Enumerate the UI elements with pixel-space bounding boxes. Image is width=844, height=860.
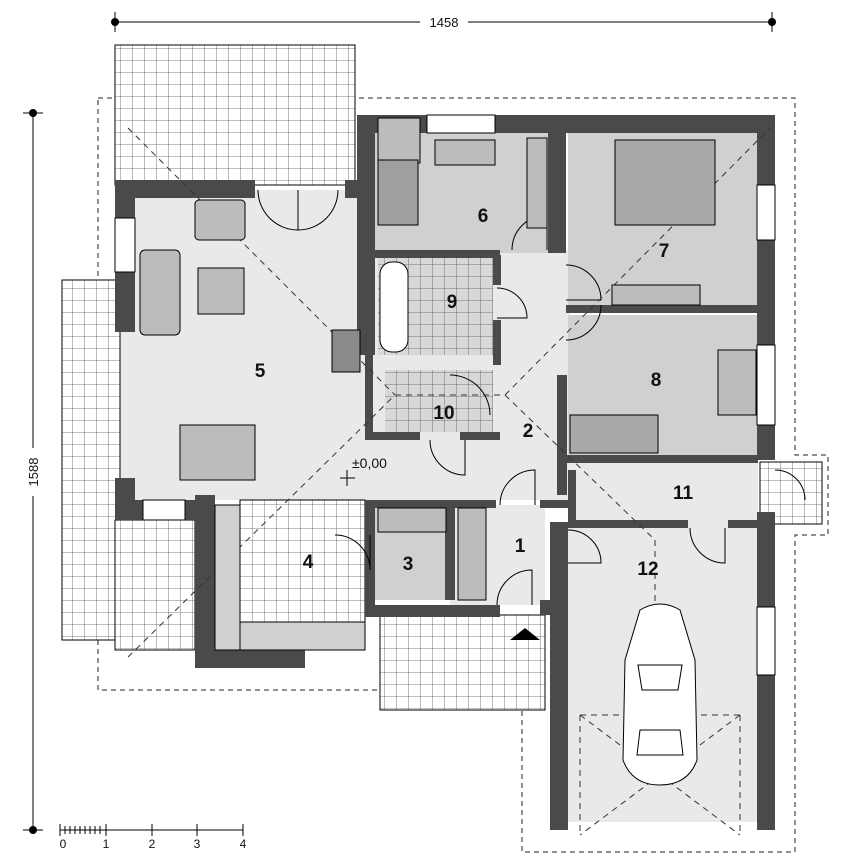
sofa — [139, 249, 181, 336]
wardrobe-1 — [457, 507, 487, 601]
scale-tick-3: 3 — [194, 837, 201, 851]
room-number-10: 10 — [433, 403, 454, 424]
scale-tick-2: 2 — [149, 837, 156, 851]
shelf-3 — [377, 507, 447, 533]
width-dimension: 1458 — [111, 12, 776, 32]
width-dimension-label: 1458 — [430, 15, 459, 30]
scale-tick-1: 1 — [103, 837, 110, 851]
room-number-3: 3 — [403, 554, 414, 575]
room-numbers: 1 2 3 4 5 6 7 8 9 10 11 12 — [255, 206, 694, 580]
wardrobe-7 — [611, 284, 701, 306]
tiled-areas — [61, 44, 823, 711]
dining-table — [179, 424, 256, 481]
wardrobe-6 — [526, 137, 548, 229]
scale-tick-4: 4 — [240, 837, 247, 851]
car-icon — [622, 603, 698, 786]
height-dimension-label: 1588 — [26, 458, 41, 487]
desk-8 — [717, 349, 757, 416]
level-mark: ±0,00 — [340, 455, 387, 486]
roof-outline — [97, 97, 829, 853]
svg-text:±0,00: ±0,00 — [352, 455, 387, 471]
scale-bar: 0 1 2 3 4 — [59, 824, 247, 851]
height-dimension: 1588 — [22, 109, 44, 834]
scale-tick-0: 0 — [60, 837, 67, 851]
entrance-arrow-icon — [510, 628, 540, 640]
room-number-5: 5 — [255, 361, 266, 382]
fireplace — [331, 329, 361, 373]
furniture — [139, 117, 757, 651]
bed-8 — [569, 414, 659, 454]
room-number-4: 4 — [303, 552, 314, 573]
room-number-7: 7 — [659, 241, 670, 262]
bed-7 — [614, 139, 716, 226]
bed-6 — [377, 117, 421, 164]
room-number-1: 1 — [515, 536, 526, 557]
room-number-9: 9 — [447, 292, 458, 313]
room-number-6: 6 — [478, 206, 489, 227]
doors — [257, 189, 806, 606]
bathtub — [379, 261, 409, 353]
room-number-12: 12 — [637, 559, 658, 580]
desk-6 — [434, 139, 496, 166]
room-number-2: 2 — [523, 421, 534, 442]
coffee-table — [197, 267, 245, 315]
windows — [114, 114, 776, 676]
kitchen-counter — [214, 504, 241, 651]
room-number-11: 11 — [673, 483, 694, 504]
armchair — [194, 199, 246, 241]
room-number-8: 8 — [651, 370, 662, 391]
